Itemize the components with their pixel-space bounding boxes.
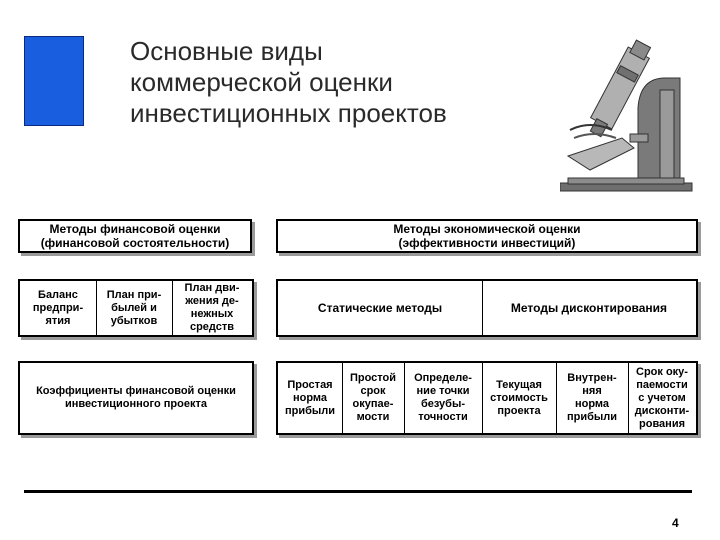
indicator-cell: Внутрен- няя норма прибыли (566, 372, 618, 423)
static-methods-cell: Статические методы (317, 301, 443, 315)
title-line: коммерческой оценки (130, 67, 393, 97)
title-line: Основные виды (130, 36, 323, 66)
economic-method-types-box: Статические методы Методы дисконтировани… (276, 279, 698, 337)
indicator-cell: Срок оку- паемости с учетом дисконти- ро… (634, 365, 690, 430)
economic-indicators-box: Простая норма прибыли Простой срок окупа… (276, 361, 698, 435)
coefficients-line: инвестиционного проекта (65, 398, 207, 410)
discounting-methods-cell: Методы дисконтирования (510, 301, 668, 315)
cash-flow-plan-cell: План дви- жения де- нежных средств (184, 282, 240, 333)
slide-title: Основные виды коммерческой оценки инвест… (130, 36, 560, 129)
balance-sheet-cell: Баланс предпри- ятия (32, 288, 84, 327)
title-line: инвестиционных проектов (130, 98, 447, 128)
header-line: (финансовой состоятельности) (40, 236, 230, 250)
financial-reports-box: Баланс предпри- ятия План при- былей и у… (18, 279, 254, 337)
footer-divider (24, 490, 692, 493)
page-number: 4 (672, 516, 679, 530)
indicator-cell: Определе- ние точки безубы- точности (414, 372, 472, 423)
indicator-cell: Простой срок окупае- мости (349, 372, 397, 423)
profit-loss-plan-cell: План при- былей и убытков (106, 288, 162, 327)
header-line: Методы экономической оценки (393, 222, 581, 236)
indicator-cell: Текущая стоимость проекта (490, 378, 548, 417)
header-line: (эффективности инвестиций) (398, 236, 576, 250)
accent-rectangle (24, 36, 84, 126)
indicator-cell: Простая норма прибыли (284, 378, 336, 417)
economic-methods-header: Методы экономической оценки (эффективнос… (276, 219, 698, 253)
header-line: Методы финансовой оценки (49, 222, 221, 236)
microscope-icon (560, 39, 693, 192)
financial-methods-header: Методы финансовой оценки (финансовой сос… (18, 219, 252, 253)
financial-coefficients-box: Коэффициенты финансовой оценки инвестици… (18, 361, 254, 435)
coefficients-line: Коэффициенты финансовой оценки (36, 385, 236, 397)
